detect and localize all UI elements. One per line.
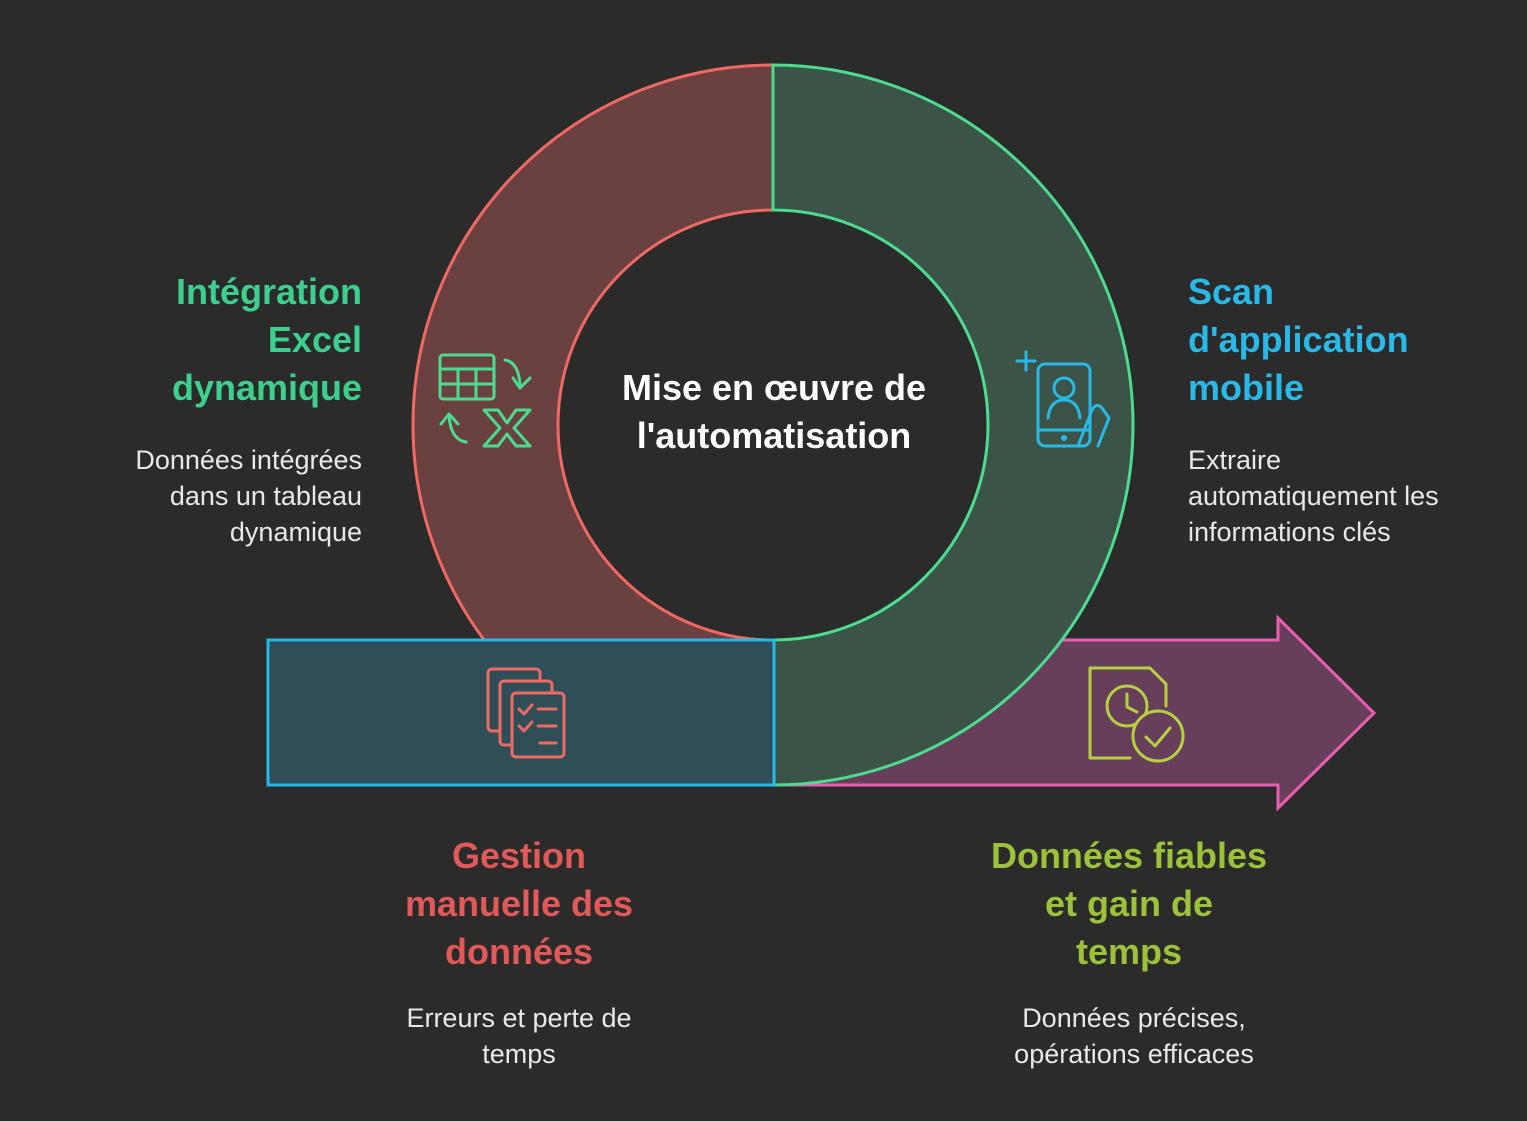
- center-circle: [560, 212, 986, 638]
- manual-description: Erreurs et perte de temps: [406, 1003, 632, 1069]
- document-clock-check-icon: [1088, 666, 1185, 763]
- reliable-title: Données fiables et gain de temps: [990, 835, 1268, 972]
- mobile-scan-icon: [1015, 350, 1111, 448]
- excel-description: Données intégrées dans un tableau dynami…: [135, 445, 362, 547]
- excel-title: Intégration Excel dynamique: [171, 271, 362, 408]
- ring-right-segment: [771, 63, 1135, 787]
- excel-sync-icon: [438, 353, 532, 448]
- reliable-description: Données précises, opérations efficaces: [1014, 1003, 1254, 1069]
- center-title: Mise en œuvre de l'automatisation: [621, 367, 927, 456]
- documents-checklist-icon: [486, 667, 566, 759]
- scan-title: Scan d'application mobile: [1188, 271, 1409, 408]
- scan-description: Extraire automatiquement les information…: [1188, 445, 1439, 547]
- manual-title: Gestion manuelle des données: [404, 835, 634, 972]
